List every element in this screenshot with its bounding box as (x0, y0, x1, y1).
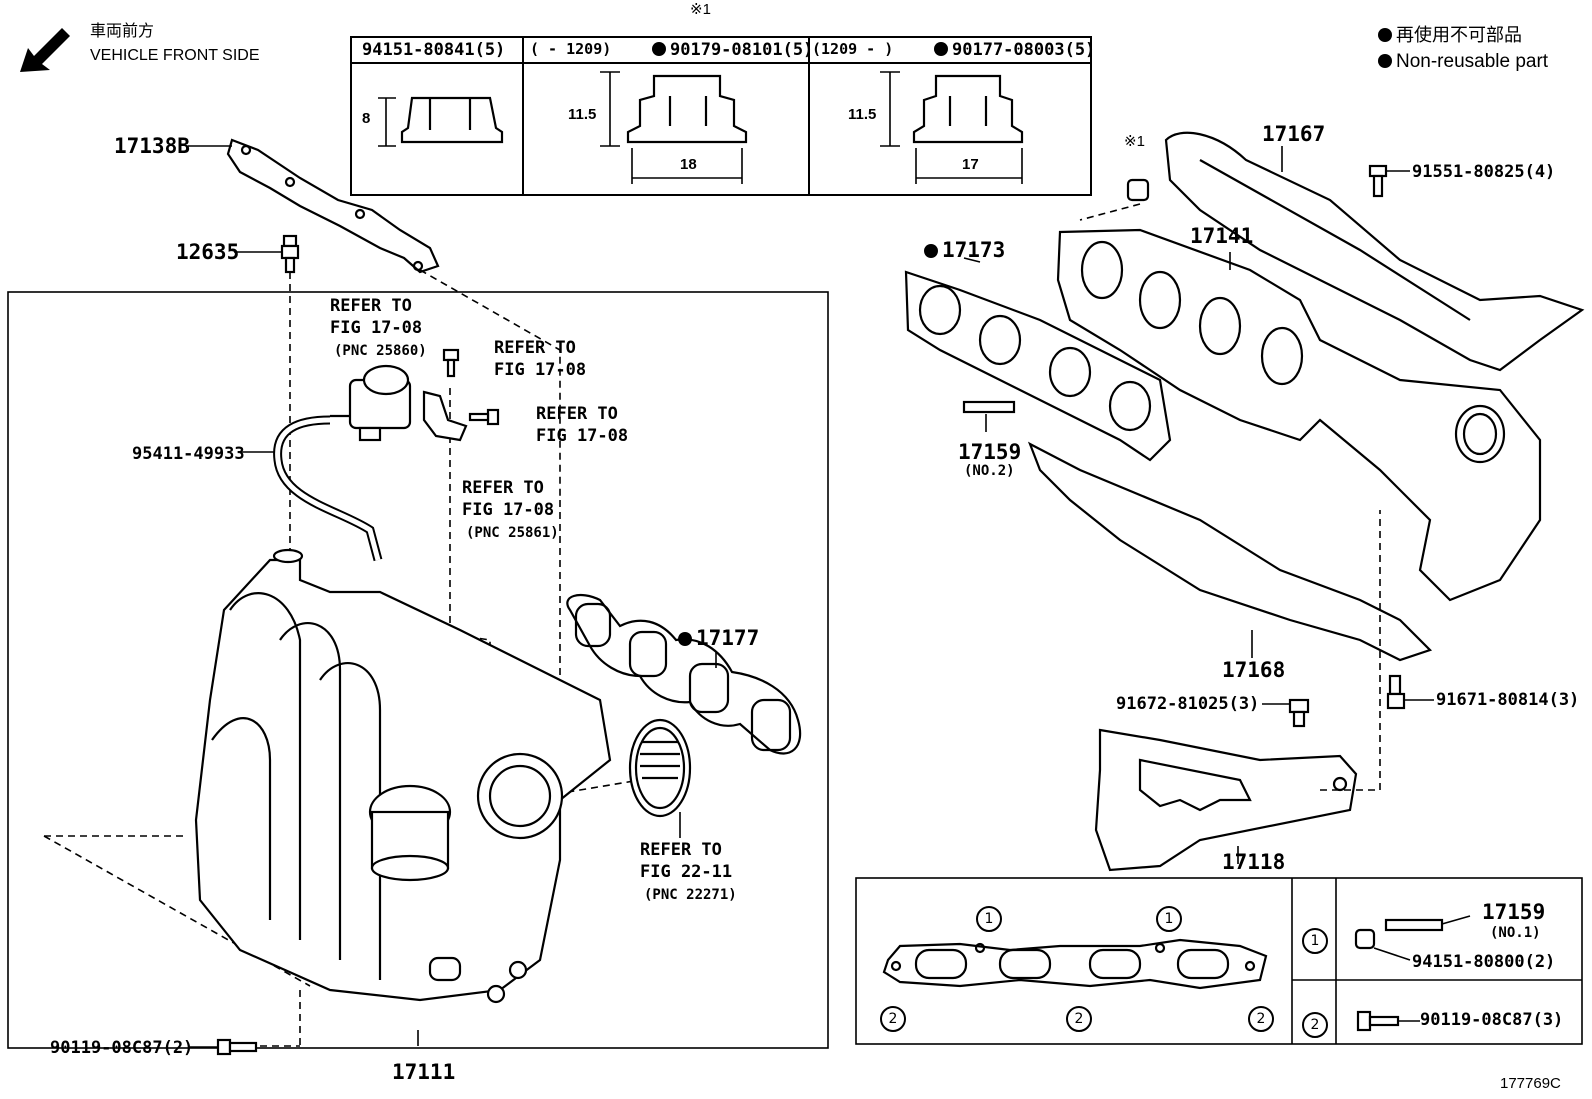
bracket-17138b (226, 138, 440, 274)
vsv-bracket (422, 390, 468, 442)
nut-94151-80841 (400, 96, 504, 144)
intake-manifold-17111 (194, 548, 612, 1004)
bolt-icon (468, 408, 500, 426)
front-arrow-icon (20, 28, 70, 72)
refer-e-line1: REFER TO (640, 840, 722, 860)
refer-d-line3: (PNC 25861) (466, 525, 559, 541)
refer-a-line3: (PNC 25860) (334, 343, 427, 359)
stud-17159 (962, 400, 1016, 414)
refer-c-line1: REFER TO (536, 404, 618, 424)
dim-height-3: 11.5 (848, 106, 877, 123)
dim-width-2: 18 (680, 156, 697, 173)
label-94151-80800: 94151-80800(2) (1412, 952, 1556, 972)
refer-e-line3: (PNC 22271) (644, 887, 737, 903)
refer-b-line2: FIG 17-08 (494, 360, 587, 380)
gasket-detail-table (855, 877, 1583, 1045)
label-17159: 17159 (958, 440, 1022, 464)
label-17167: 17167 (1262, 122, 1326, 146)
bolt-90119-right (1356, 1010, 1400, 1032)
nut-table-col3-part: 90177-08003(5) (934, 40, 1095, 60)
callout-1: 1 (1156, 906, 1182, 932)
label-17168: 17168 (1222, 658, 1286, 682)
nut-table: 94151-80841(5) ( - 1209) 90179-08101(5) … (350, 36, 1095, 196)
callout-2: 2 (1302, 1012, 1328, 1038)
callout-2: 2 (1248, 1006, 1274, 1032)
stud-17159-no1 (1384, 918, 1444, 932)
label-17111: 17111 (392, 1060, 456, 1084)
callout-2: 2 (880, 1006, 906, 1032)
non-reusable-dot-icon (924, 244, 938, 258)
non-reusable-dot-icon (934, 42, 948, 56)
nut-table-col2-range: ( - 1209) (530, 40, 612, 58)
gasket-detail-drawing (882, 938, 1268, 990)
nut-90177-08003 (912, 74, 1024, 144)
bolt-icon (442, 348, 460, 378)
label-17173: 17173 (924, 240, 1005, 261)
label-91551: 91551-80825(4) (1412, 162, 1556, 182)
callout-1: 1 (1302, 928, 1328, 954)
nut-icon (1126, 178, 1150, 202)
refer-d-line2: FIG 17-08 (462, 500, 555, 520)
bracket-17118 (1094, 728, 1358, 872)
intake-assembly-frame (7, 291, 829, 1049)
label-17118: 17118 (1222, 850, 1286, 874)
heat-insulator-17167 (1164, 131, 1585, 372)
bolt-91671 (1386, 674, 1406, 710)
label-91672: 91672-81025(3) (1116, 694, 1260, 714)
label-95411: 95411-49933 (132, 444, 245, 464)
refer-d-line1: REFER TO (462, 478, 544, 498)
bolt-91551 (1368, 164, 1388, 198)
legend-en: Non-reusable part (1378, 52, 1548, 71)
non-reusable-dot-icon (678, 632, 692, 646)
callout-1: 1 (976, 906, 1002, 932)
label-17141: 17141 (1190, 224, 1254, 248)
nut-table-col3-range: (1209 - ) (812, 40, 894, 58)
refer-a-line1: REFER TO (330, 296, 412, 316)
exhaust-manifold-17141 (1056, 228, 1542, 602)
label-12635: 12635 (176, 240, 240, 264)
label-90119-right: 90119-08C87(3) (1420, 1010, 1564, 1030)
callout-2: 2 (1066, 1006, 1092, 1032)
label-91671: 91671-80814(3) (1436, 690, 1580, 710)
label-17177: 17177 (678, 628, 759, 649)
gasket-17177 (566, 593, 802, 755)
dim-width-3: 17 (962, 156, 979, 173)
legend-jp: 再使用不可部品 (1378, 26, 1522, 44)
bolt-90119-left (216, 1038, 258, 1056)
gasket-17173 (904, 270, 1172, 462)
nut-table-col1-part: 94151-80841(5) (362, 40, 506, 60)
refer-b-line1: REFER TO (494, 338, 576, 358)
label-17138b: 17138B (114, 134, 190, 158)
dim-height-1: 8 (362, 110, 371, 127)
refer-c-line2: FIG 17-08 (536, 426, 629, 446)
dim-height-2: 11.5 (568, 106, 597, 123)
vsv-valve (330, 364, 412, 442)
label-17159-no1: 17159 (1482, 900, 1546, 924)
figure-id: 177769C (1500, 1075, 1561, 1092)
label-90119-left: 90119-08C87(2) (50, 1038, 194, 1058)
note-mark: ※1 (690, 1, 711, 18)
label-17159-no1-sub: (NO.1) (1490, 925, 1541, 941)
nut-94151-80800 (1354, 928, 1376, 950)
non-reusable-dot-icon (1378, 28, 1392, 42)
bolt-91672 (1288, 698, 1310, 728)
stud-12635 (280, 234, 300, 274)
throttle-gasket (628, 718, 692, 818)
nut-table-col2-part: 90179-08101(5) (652, 40, 813, 60)
note-mark-2: ※1 (1124, 133, 1145, 150)
label-17159-sub: (NO.2) (964, 463, 1015, 479)
heat-insulator-17168 (1027, 441, 1433, 662)
non-reusable-dot-icon (1378, 54, 1392, 68)
nut-90179-08101 (626, 74, 748, 144)
refer-e-line2: FIG 22-11 (640, 862, 733, 882)
non-reusable-dot-icon (652, 42, 666, 56)
direction-label-jp: 車両前方 (90, 23, 155, 40)
direction-label-en: VEHICLE FRONT SIDE (90, 47, 260, 64)
refer-a-line2: FIG 17-08 (330, 318, 423, 338)
